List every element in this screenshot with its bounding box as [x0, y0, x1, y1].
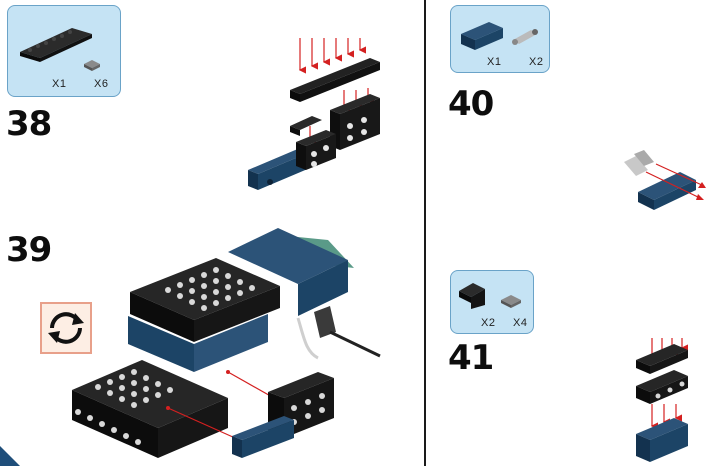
part-qty: X4	[513, 317, 528, 329]
brick-1x4-blue-icon	[461, 22, 503, 50]
part-qty: X1	[487, 56, 502, 68]
brick-1x8-black-icon	[20, 28, 92, 62]
step-41-assembly-illustration	[636, 338, 688, 462]
step-39-assembly-illustration	[72, 228, 381, 458]
step-number: 39	[6, 230, 52, 270]
bracket-black-icon	[459, 283, 485, 309]
page-divider	[424, 0, 426, 466]
part-qty: X1	[52, 78, 67, 90]
pin-connector-icon	[512, 29, 538, 45]
step-number: 41	[448, 338, 494, 378]
step-38-assembly-illustration	[248, 38, 380, 190]
part-qty: X2	[529, 56, 544, 68]
rotate-model-icon	[48, 312, 84, 344]
step-number: 38	[6, 104, 52, 144]
small-plate-grey-icon	[84, 60, 100, 71]
step-40-assembly-illustration	[624, 150, 706, 210]
parts-callout-step-38: X1 X6	[7, 5, 121, 97]
page-corner-accent	[0, 446, 20, 466]
small-plate-grey-icon	[501, 295, 521, 308]
part-qty: X2	[481, 317, 496, 329]
part-qty: X6	[94, 78, 109, 90]
parts-callout-step-40: X1 X2	[450, 5, 550, 73]
rotate-model-callout	[40, 302, 92, 354]
step-number: 40	[448, 84, 494, 124]
parts-callout-step-41: X2 X4	[450, 270, 534, 334]
